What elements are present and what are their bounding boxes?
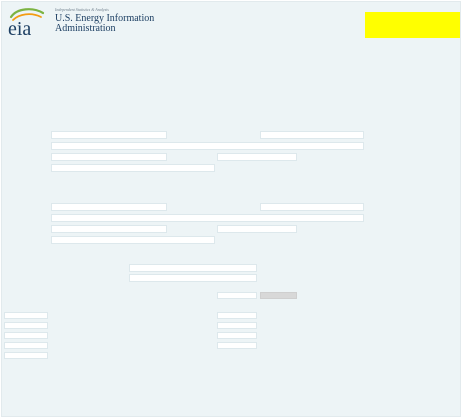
placeholder-bar xyxy=(260,203,364,211)
placeholder-bar xyxy=(217,292,257,299)
placeholder-bar xyxy=(51,153,167,161)
placeholder-bar xyxy=(51,214,364,222)
alert-banner xyxy=(365,12,460,38)
placeholder-button[interactable] xyxy=(260,292,297,299)
placeholder-bar xyxy=(51,225,167,233)
logo-wordmark: Independent Statistics & Analysis U.S. E… xyxy=(55,8,165,34)
placeholder-bar xyxy=(217,342,257,349)
placeholder-bar xyxy=(4,332,48,339)
placeholder-bar xyxy=(217,332,257,339)
placeholder-bar xyxy=(4,312,48,319)
placeholder-bar xyxy=(4,352,48,359)
placeholder-bar xyxy=(260,131,364,139)
placeholder-bar xyxy=(217,153,297,161)
eia-logo[interactable]: eia Independent Statistics & Analysis U.… xyxy=(7,7,157,38)
placeholder-bar xyxy=(4,322,48,329)
placeholder-bar xyxy=(129,264,257,272)
tagline: Independent Statistics & Analysis xyxy=(55,7,109,12)
eia-logo-icon: eia xyxy=(7,7,49,37)
agency-name-line-2: Administration xyxy=(55,23,116,34)
placeholder-bar xyxy=(51,131,167,139)
placeholder-bar xyxy=(217,322,257,329)
placeholder-bar xyxy=(217,225,297,233)
placeholder-bar xyxy=(4,342,48,349)
placeholder-bar xyxy=(51,164,215,172)
agency-name-line-1: U.S. Energy Information xyxy=(55,13,155,24)
placeholder-bar xyxy=(51,236,215,244)
logo-text: eia xyxy=(8,18,31,37)
placeholder-bar xyxy=(51,203,167,211)
placeholder-bar xyxy=(217,312,257,319)
site-header: eia Independent Statistics & Analysis U.… xyxy=(2,2,460,42)
placeholder-bar xyxy=(129,274,257,282)
placeholder-bar xyxy=(51,142,364,150)
